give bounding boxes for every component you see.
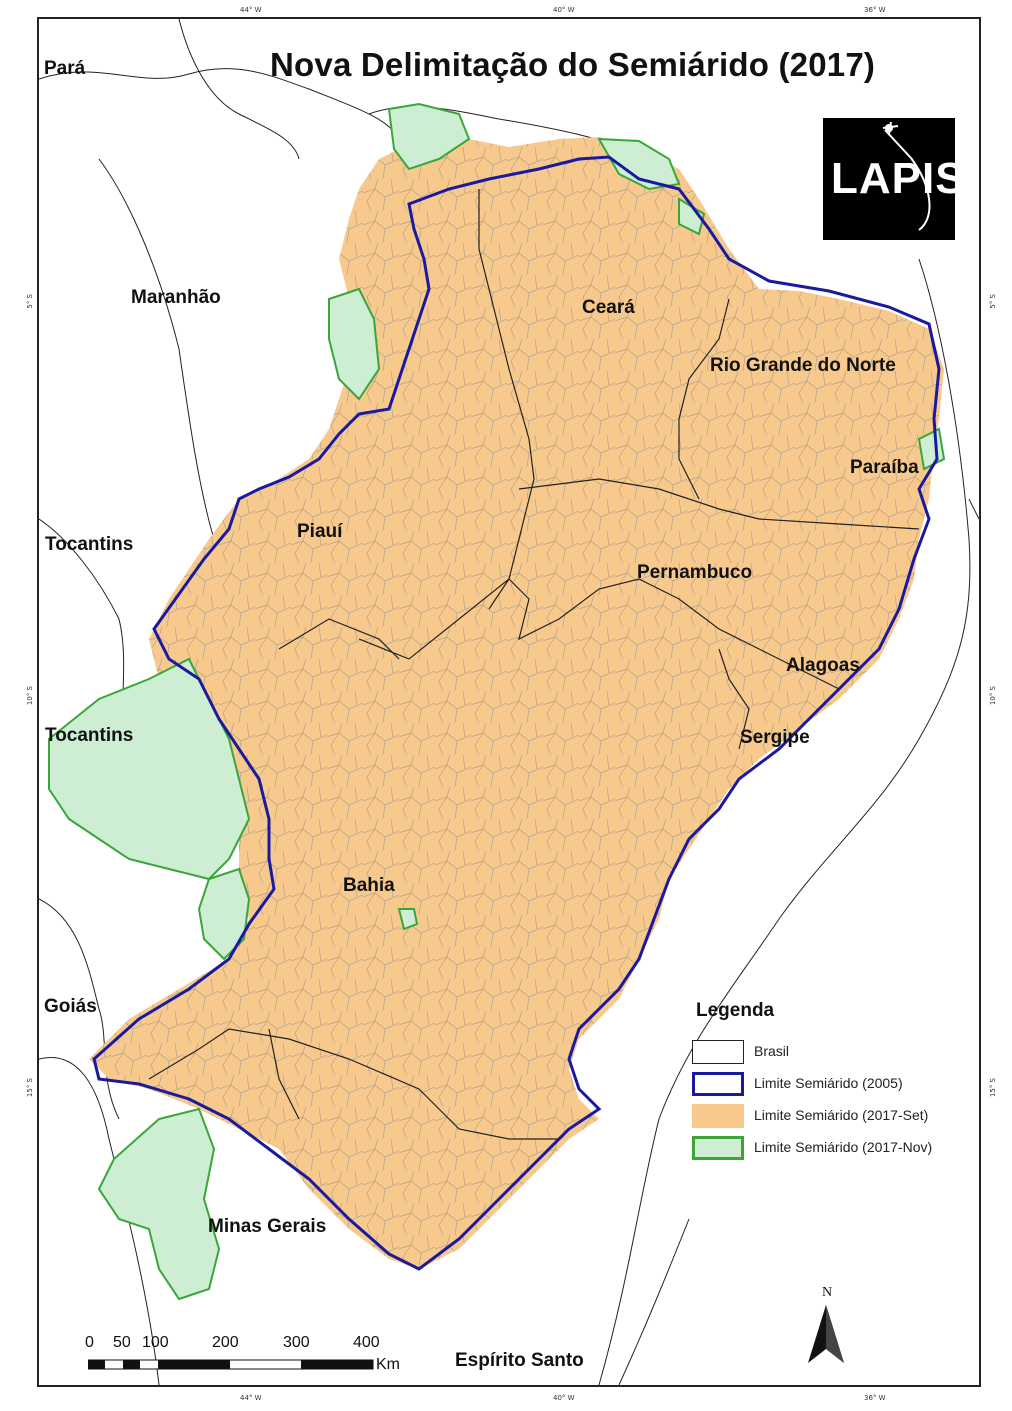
legend-item-limite-2005: Limite Semiárido (2005) [690,1070,990,1098]
legend-item-limite-2017-set: Limite Semiárido (2017-Set) [690,1102,990,1130]
label-goias: Goiás [44,996,97,1017]
label-piaui: Piauí [297,521,343,542]
label-ceara: Ceará [582,297,635,318]
tick-bottom-44w: 44° W [240,1394,262,1402]
label-bahia: Bahia [343,875,395,896]
legend-swatch-limite-2017-set [692,1104,744,1128]
tick-top-36w-label: 36° W [864,6,886,14]
legend-label-limite-2017-set: Limite Semiárido (2017-Set) [754,1107,929,1123]
label-rio-grande-do-norte: Rio Grande do Norte [710,355,896,376]
label-minas-gerais: Minas Gerais [208,1216,327,1237]
semiarid-2017-nov-areas [48,102,946,1301]
legend-swatch-limite-2005 [692,1072,744,1096]
scale-tick-50: 50 [113,1334,131,1351]
north-arrow-icon [808,1305,844,1363]
tick-right-5s: 5° S [989,294,997,309]
map-title: Nova Delimitação do Semiárido (2017) [270,46,876,83]
map-frame: 44° W 40° W 36° W [37,17,981,1387]
municipality-grid [89,137,944,1269]
legend-swatch-brasil [692,1040,744,1064]
scale-tick-0: 0 [85,1334,94,1351]
label-tocantins-north: Tocantins [45,534,134,555]
scale-bar-graphic [88,1359,374,1370]
legend-swatch-limite-2017-nov [692,1136,744,1160]
north-label: N [822,1285,833,1300]
tick-right-10s: 10° S [989,686,997,706]
legend-label-brasil: Brasil [754,1043,790,1059]
tick-top-44w-label: 44° W [240,6,262,14]
logo-text: LAPIS [831,154,966,203]
tick-left-15s: 15° S [26,1078,34,1098]
lapis-logo: LAPIS [823,118,965,240]
scale-tick-200: 200 [212,1334,239,1351]
legend-title: Legenda [696,1000,775,1021]
scale-tick-400: 400 [353,1334,380,1351]
label-espirito-santo: Espírito Santo [455,1350,584,1371]
label-paraiba: Paraíba [850,457,919,478]
label-tocantins-south: Tocantins [45,725,134,746]
tick-bottom-36w: 36° W [864,1394,886,1402]
tick-top-40w-label: 40° W [553,6,575,14]
map-canvas [39,19,979,1385]
label-alagoas: Alagoas [786,655,860,676]
legend-label-limite-2005: Limite Semiárido (2005) [754,1075,903,1091]
legend-item-limite-2017-nov: Limite Semiárido (2017-Nov) [690,1134,990,1162]
label-maranhao: Maranhão [131,287,221,308]
state-boundaries [148,189,920,1140]
tick-left-5s: 5° S [26,294,34,309]
scale-tick-100: 100 [142,1334,169,1351]
label-pernambuco: Pernambuco [637,562,753,583]
legend: Legenda Brasil Limite Semiárido (2005) L… [690,1000,990,1180]
north-arrow: N [808,1285,844,1365]
scale-unit: Km [376,1356,400,1373]
label-sergipe: Sergipe [740,727,810,748]
semiarid-2005-limit [92,155,941,1271]
legend-item-brasil: Brasil [690,1038,990,1066]
scale-tick-300: 300 [283,1334,310,1351]
tick-bottom-40w: 40° W [553,1394,575,1402]
satellite-icon [882,121,931,231]
tick-right-15s: 15° S [989,1078,997,1098]
label-para: Pará [44,58,86,79]
tick-left-10s: 10° S [26,686,34,706]
legend-label-limite-2017-nov: Limite Semiárido (2017-Nov) [754,1139,933,1155]
